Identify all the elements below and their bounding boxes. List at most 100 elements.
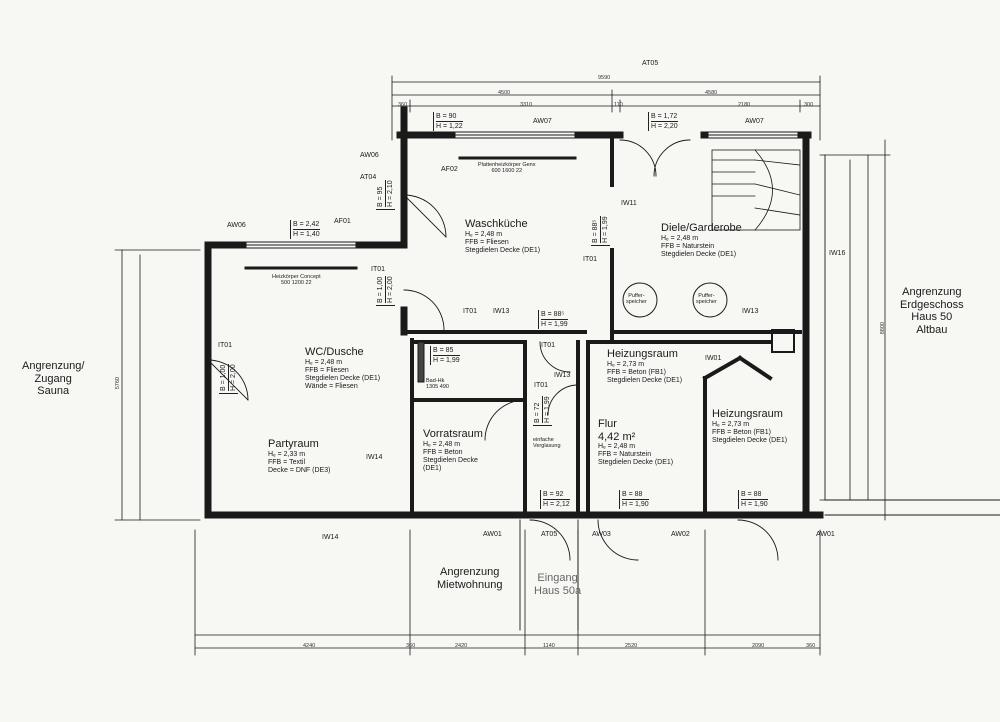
room-floor: FFB = Beton (FB1) bbox=[607, 368, 666, 376]
opening-width: B = 85 bbox=[433, 346, 460, 356]
opening-width: B = 1,72 bbox=[651, 113, 678, 122]
dim-bottom-g: 360 bbox=[806, 643, 816, 649]
tag-it01: IT01 bbox=[371, 266, 386, 273]
dim-top-s3: 110 bbox=[614, 102, 623, 108]
opening-width: B = 92 bbox=[543, 490, 570, 500]
tag-it01: IT01 bbox=[583, 256, 598, 263]
opening-height: H = 1,99 bbox=[433, 357, 460, 364]
room-diele: Diele/Garderobe Hₑ = 2,48 m FFB = Naturs… bbox=[661, 222, 742, 259]
dimension-lines-bottom bbox=[194, 529, 821, 656]
tag-af01: AF01 bbox=[334, 218, 351, 225]
label-line: 1305 490 bbox=[426, 384, 449, 391]
room-name: Heizungsraum bbox=[607, 348, 678, 360]
label-line: Haus 50a bbox=[534, 584, 582, 597]
label-line: Heizkörper Concept bbox=[272, 274, 321, 280]
tag-at04: AT04 bbox=[360, 174, 377, 181]
tag-iw01: IW01 bbox=[705, 355, 722, 362]
room-heiz2: Heizungsraum Hₑ = 2,73 m FFB = Beton (FB… bbox=[712, 408, 787, 445]
room-height: Hₑ = 2,73 m bbox=[712, 420, 750, 428]
room-floor: FFB = Fliesen bbox=[465, 238, 509, 246]
tag-at05: AT05 bbox=[541, 531, 558, 538]
eingang-label: Eingang Haus 50a bbox=[534, 572, 581, 597]
tag-iw11: IW11 bbox=[621, 200, 637, 207]
room-vorrat: Vorratsraum Hₑ = 2,48 m FFB = Beton Steg… bbox=[423, 428, 483, 473]
puffer-label-2: Puffer- speicher bbox=[696, 293, 717, 306]
room-height: Hₑ = 2,48 m bbox=[465, 230, 503, 238]
dim-top-s2: 3310 bbox=[520, 102, 533, 108]
dim-top-b: 4580 bbox=[705, 90, 718, 96]
room-ceiling: Stegdielen Decke (DE1) bbox=[305, 374, 381, 382]
room-floor: FFB = Naturstein bbox=[661, 242, 715, 250]
tag-iw13: IW13 bbox=[554, 372, 571, 379]
opening-width: B = 72 bbox=[533, 396, 543, 423]
opening-width: B = 2,42 bbox=[293, 221, 320, 230]
opening-height: H = 1,90 bbox=[741, 501, 768, 508]
tag-it01: IT01 bbox=[534, 382, 549, 389]
tag-aw06: AW06 bbox=[227, 222, 246, 229]
tag-iw14: IW14 bbox=[366, 454, 383, 461]
opening-width: B = 1,00 bbox=[376, 276, 386, 303]
label-line: Plattenheizkörper Genx bbox=[478, 162, 536, 168]
opening-width: B = 1,00 bbox=[219, 364, 229, 391]
heizkoerper-label-1: Plattenheizkörper Genx 600 1600 22 bbox=[478, 162, 535, 175]
dimension-lines-sides bbox=[114, 139, 891, 521]
label-line: Angrenzung bbox=[902, 286, 962, 298]
opening-height: H = 1,22 bbox=[436, 123, 463, 130]
tag-aw02: AW02 bbox=[671, 531, 690, 538]
dim-top-total: 9590 bbox=[598, 75, 611, 81]
room-ceiling: Stegdielen Decke (DE1) bbox=[607, 376, 683, 384]
dim-left-total: 5760 bbox=[114, 377, 121, 390]
room-floor: FFB = Naturstein bbox=[598, 451, 652, 459]
opening-height: H = 2,00 bbox=[387, 276, 394, 303]
room-area: 4,42 m² bbox=[598, 430, 636, 443]
room-waschkueche: Waschküche Hₑ = 2,48 m FFB = Fliesen Ste… bbox=[465, 218, 540, 255]
room-name: Heizungsraum bbox=[712, 408, 783, 420]
opening-width: B = 90 bbox=[436, 112, 463, 122]
label-line: Bad-Hk bbox=[426, 378, 445, 384]
tag-af02: AF02 bbox=[441, 166, 458, 173]
room-floor: FFB = Beton bbox=[423, 448, 463, 456]
tag-iw13: IW13 bbox=[742, 308, 759, 315]
label-line: einfache bbox=[533, 437, 554, 443]
dimension-lines-top bbox=[391, 75, 821, 141]
room-height: Hₑ = 2,73 m bbox=[607, 360, 645, 368]
room-name: Diele/Garderobe bbox=[661, 222, 742, 234]
label-line: 500 1200 22 bbox=[281, 280, 312, 287]
label-line: 600 1600 22 bbox=[491, 168, 523, 175]
label-line: Verglasung bbox=[533, 443, 561, 450]
opening-height: H = 2,10 bbox=[387, 180, 394, 207]
room-floor: FFB = Textil bbox=[268, 458, 306, 466]
room-ceiling: Stegdielen Decke (DE1) bbox=[598, 459, 674, 467]
label-line: Haus 50 bbox=[911, 311, 953, 324]
room-ceiling: Stegdielen Decke (DE1) bbox=[712, 436, 788, 444]
label-line: Altbau bbox=[916, 323, 948, 336]
angrenzung-mietwohnung: Angrenzung Mietwohnung bbox=[437, 566, 502, 591]
dim-top-a: 4500 bbox=[498, 90, 511, 96]
label-line: Erdgeschoss bbox=[900, 298, 964, 311]
label-line: Mietwohnung bbox=[437, 578, 503, 591]
room-name: Vorratsraum bbox=[423, 428, 483, 440]
tag-iw13: IW13 bbox=[493, 308, 510, 315]
opening-width: B = 88⁵ bbox=[541, 310, 568, 320]
room-flur: Flur 4,42 m² Hₑ = 2,48 m FFB = Naturstei… bbox=[598, 418, 673, 467]
opening-width: B = 88 bbox=[622, 490, 649, 500]
label-line: Angrenzung bbox=[440, 566, 500, 578]
tag-iw14: IW14 bbox=[322, 534, 339, 541]
tag-iw16: IW16 bbox=[829, 250, 846, 257]
windows bbox=[245, 131, 799, 383]
tag-aw01: AW01 bbox=[816, 531, 835, 538]
puffer-tank-2 bbox=[692, 282, 728, 318]
dim-top-s4: 2180 bbox=[738, 102, 751, 108]
opening-height: H = 1,40 bbox=[293, 231, 320, 238]
room-wc: WC/Dusche Hₑ = 2,48 m FFB = Fliesen Steg… bbox=[305, 346, 380, 391]
opening-height: H = 1,99 bbox=[544, 396, 551, 423]
